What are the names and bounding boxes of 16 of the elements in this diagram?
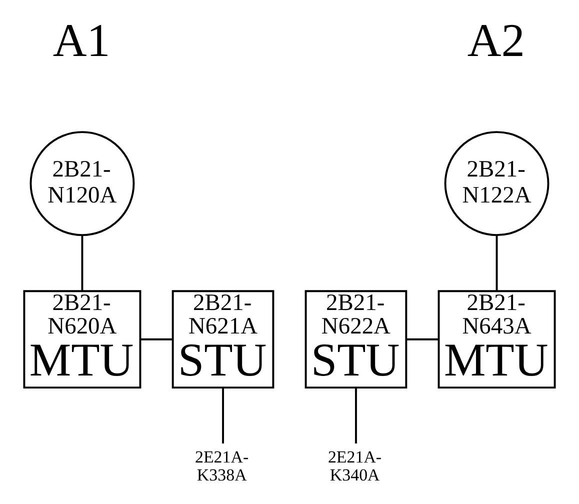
node-box: 2B21- N620A MTU [23,290,142,389]
label: A1 [52,15,110,68]
node-text: 2E21A- K338A [194,447,249,485]
node-box: 2B21- N622A STU [304,290,408,389]
node-circle: 2B21- N120A [30,131,135,236]
connector [406,338,439,340]
connector [496,235,498,291]
connector [140,338,173,340]
node-box: 2B21- N643A MTU [438,290,556,389]
node-box: 2B21- N621A STU [172,290,274,389]
connector [355,388,357,444]
connector [81,235,84,291]
connector [222,388,224,444]
node-text: 2E21A- K340A [328,447,382,485]
node-circle: 2B21- N122A [444,131,550,236]
label: A2 [467,15,525,68]
